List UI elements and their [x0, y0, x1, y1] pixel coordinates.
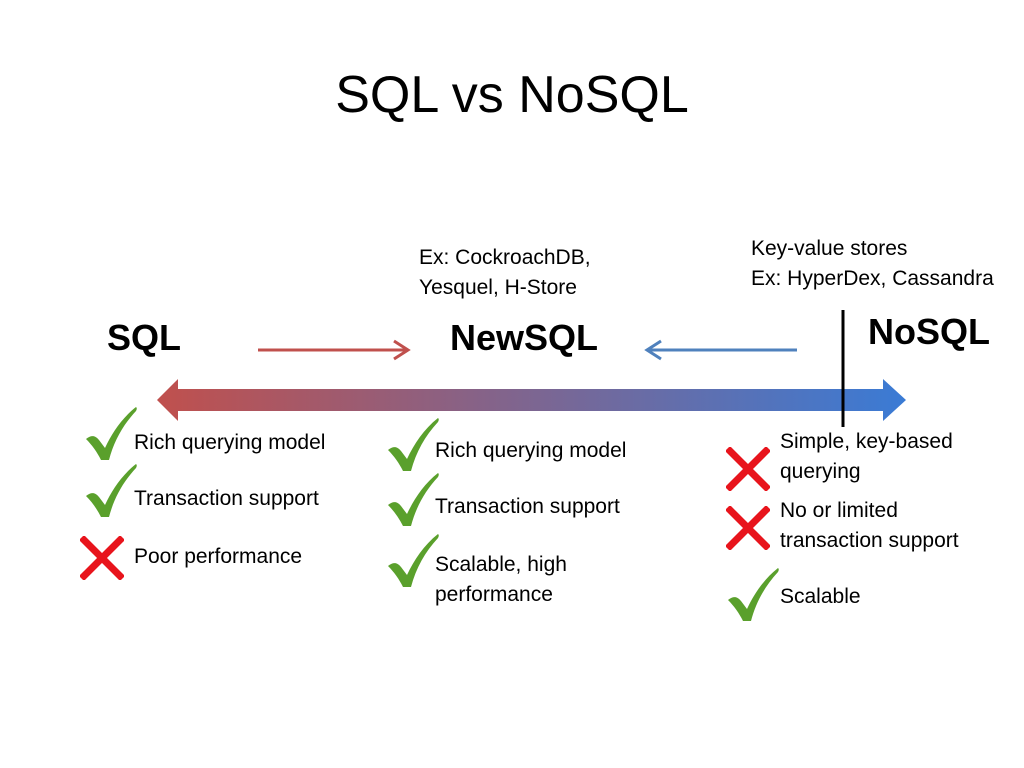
sql-item-line: Poor performance: [134, 545, 303, 568]
newsql-item-0-icon: [386, 416, 440, 479]
check-mark-shape: [388, 473, 439, 526]
newsql-item-1-label: Transaction support: [435, 492, 620, 522]
check-icon: [728, 568, 779, 621]
nosql-item-line: querying: [780, 460, 861, 483]
newsql-item-line: performance: [435, 583, 553, 606]
nosql-item-2-icon: [726, 566, 780, 629]
nosql-heading: NoSQL: [868, 311, 990, 352]
newsql-item-2-icon: [386, 532, 440, 595]
sql-item-1-icon: [84, 462, 138, 525]
cross-mark-stroke: [725, 505, 771, 551]
check-icon: [388, 534, 439, 587]
sql-item-2-label: Poor performance: [134, 542, 302, 572]
sql-item-line: Rich querying model: [134, 431, 326, 454]
slide-title: SQL vs NoSQL: [335, 66, 689, 124]
sql-item-line: Transaction support: [134, 487, 319, 510]
newsql-item-1-icon: [386, 471, 440, 534]
nosql-example-line: Key-value stores: [751, 237, 908, 260]
cross-icon: [725, 446, 771, 492]
nosql-item-line: No or limited: [780, 499, 898, 522]
sql-item-0-label: Rich querying model: [134, 428, 325, 458]
cross-icon: [725, 505, 771, 551]
nosql-to-newsql-arrow: [644, 339, 797, 361]
check-icon: [86, 407, 137, 460]
sql-heading: SQL: [107, 317, 182, 358]
nosql-item-1-label: No or limited transaction support: [780, 496, 959, 556]
nosql-item-1-icon: [725, 505, 771, 555]
nosql-item-2-label: Scalable: [780, 582, 861, 612]
check-mark-shape: [86, 407, 137, 460]
newsql-heading: NewSQL: [450, 317, 599, 358]
newsql-item-line: Rich querying model: [435, 439, 627, 462]
check-mark-shape: [388, 534, 439, 587]
newsql-examples: Ex: CockroachDB, Yesquel, H-Store: [419, 243, 591, 303]
newsql-item-0-label: Rich querying model: [435, 436, 626, 466]
nosql-item-0-label: Simple, key-based querying: [780, 427, 953, 487]
newsql-example-line: Yesquel, H-Store: [419, 276, 577, 299]
spectrum-bar: [157, 379, 906, 421]
check-icon: [86, 464, 137, 517]
sql-item-1-label: Transaction support: [134, 484, 319, 514]
newsql-item-2-label: Scalable, high performance: [435, 550, 567, 610]
sql-to-newsql-arrow: [258, 339, 411, 361]
cross-mark-stroke: [725, 446, 771, 492]
sql-item-2-icon: [79, 535, 125, 585]
newsql-item-line: Transaction support: [435, 495, 620, 518]
check-mark-shape: [728, 568, 779, 621]
sql-item-0-icon: [84, 405, 138, 468]
nosql-examples: Key-value stores Ex: HyperDex, Cassandra: [751, 234, 994, 294]
nosql-item-0-icon: [725, 446, 771, 496]
nosql-item-line: Simple, key-based: [780, 430, 953, 453]
nosql-item-line: Scalable: [780, 585, 861, 608]
nosql-example-line: Ex: HyperDex, Cassandra: [751, 267, 994, 290]
nosql-item-line: transaction support: [780, 529, 959, 552]
check-mark-shape: [86, 464, 137, 517]
newsql-item-line: Scalable, high: [435, 553, 567, 576]
check-icon: [388, 418, 439, 471]
newsql-example-line: Ex: CockroachDB,: [419, 246, 591, 269]
cross-icon: [79, 535, 125, 581]
check-icon: [388, 473, 439, 526]
cross-mark-stroke: [79, 535, 125, 581]
check-mark-shape: [388, 418, 439, 471]
